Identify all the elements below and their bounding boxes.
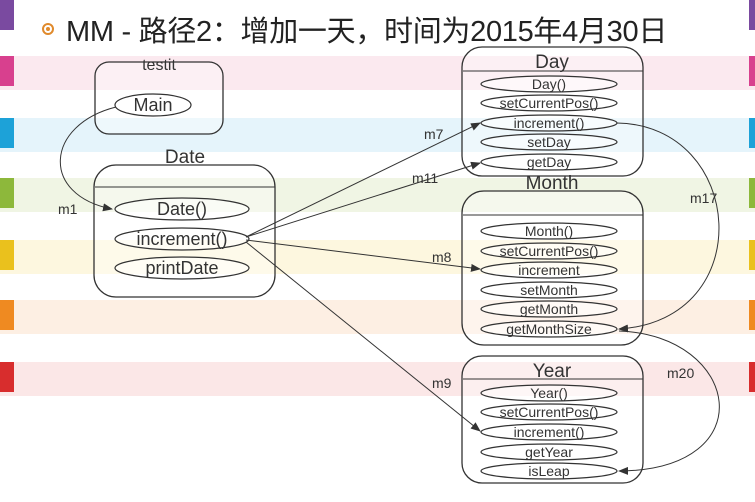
method-label: printDate: [145, 258, 218, 278]
edge-labels: m1 m7 m11 m8 m9 m17 m20: [58, 126, 717, 391]
edge-m7: [245, 122, 481, 238]
edge-m17: [616, 122, 720, 333]
edge-m11: [245, 161, 481, 238]
class-name: Year: [533, 361, 572, 382]
method-oval: [480, 300, 618, 318]
class-day: Day Day() setCurrentPos() increment() se…: [461, 46, 644, 177]
side-tab-right-green: [749, 178, 755, 208]
method-label: Date(): [157, 199, 207, 219]
class-name: Date: [165, 147, 205, 168]
side-tab-right-purple: [749, 0, 755, 30]
edge-m1: [59, 106, 117, 212]
edge-label-m17: m17: [690, 190, 717, 206]
method-label: setCurrentPos(): [500, 243, 599, 259]
method-label: increment(): [514, 115, 585, 131]
method-oval: [114, 197, 250, 221]
method-oval: [114, 227, 250, 251]
method-label: increment(): [136, 229, 227, 249]
method-label: getMonth: [520, 301, 578, 317]
edge-m20: [618, 330, 720, 475]
method-label: getDay: [527, 154, 571, 170]
class-year: Year Year() setCurrentPos() increment() …: [461, 355, 644, 484]
class-name: Month: [526, 173, 579, 194]
method-label: increment: [518, 262, 580, 278]
method-label: Main: [133, 95, 172, 115]
side-tab-right-orange: [749, 300, 755, 330]
method-label: Month(): [525, 223, 573, 239]
method-label: setCurrentPos(): [500, 404, 599, 420]
bullet-icon: [42, 23, 54, 35]
method-oval: [480, 443, 618, 461]
side-tab-right-red: [749, 362, 755, 392]
class-month: Month Month() setCurrentPos() increment …: [461, 173, 644, 346]
edge-m9: [245, 241, 481, 432]
edge-m8: [245, 239, 481, 272]
method-oval: [114, 93, 192, 117]
side-tab-pink: [0, 56, 14, 86]
method-label: Year(): [530, 385, 568, 401]
call-edges: [59, 106, 720, 475]
side-tab-orange: [0, 300, 14, 330]
method-label: getMonthSize: [506, 321, 592, 337]
side-tab-green: [0, 178, 14, 208]
method-label: isLeap: [528, 463, 569, 479]
method-label: setCurrentPos(): [500, 95, 599, 111]
method-oval: [114, 256, 250, 280]
method-oval: [480, 462, 618, 480]
edge-label-m11: m11: [412, 170, 438, 186]
method-oval: [480, 242, 618, 260]
class-testit: testit Main: [94, 57, 224, 135]
side-tab-right-pink: [749, 56, 755, 86]
side-tab-red: [0, 362, 14, 392]
side-tab-right-yellow: [749, 240, 755, 270]
class-name: testit: [142, 57, 176, 74]
method-oval: [480, 222, 618, 240]
method-oval: [480, 153, 618, 171]
side-tab-right-blue: [749, 118, 755, 148]
method-label: getYear: [525, 444, 573, 460]
class-name: Day: [535, 52, 569, 73]
slide-title-text: MM - 路径2：增加一天，时间为2015年4月30日: [66, 16, 668, 48]
method-oval: [480, 320, 618, 338]
method-label: setDay: [527, 134, 571, 150]
method-oval: [480, 384, 618, 402]
method-oval: [480, 281, 618, 299]
method-oval: [480, 75, 618, 93]
edge-label-m20: m20: [667, 365, 694, 381]
side-tab-blue: [0, 118, 14, 148]
method-label: increment(): [514, 424, 585, 440]
method-oval: [480, 423, 618, 441]
slide-title: MM - 路径2：增加一天，时间为2015年4月30日: [42, 8, 667, 50]
method-label: Day(): [532, 76, 566, 92]
method-oval: [480, 133, 618, 151]
method-oval: [480, 403, 618, 421]
side-tab-yellow: [0, 240, 14, 270]
edge-label-m1: m1: [58, 201, 78, 217]
method-label: setMonth: [520, 282, 578, 298]
edge-label-m9: m9: [432, 375, 452, 391]
class-date: Date Date() increment() printDate: [93, 147, 276, 298]
edge-label-m7: m7: [424, 126, 444, 142]
edge-label-m8: m8: [432, 249, 452, 265]
side-tab-purple: [0, 0, 14, 30]
method-oval: [480, 261, 618, 279]
method-oval: [480, 94, 618, 112]
